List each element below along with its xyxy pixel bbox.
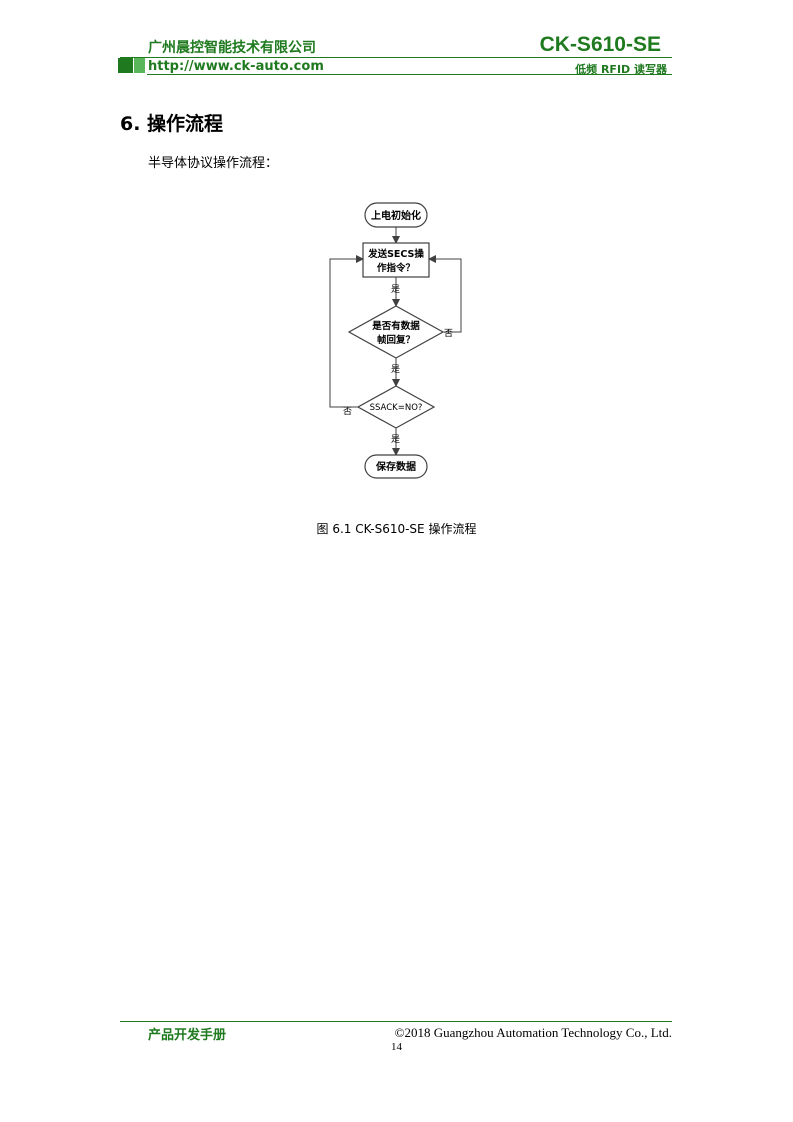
header-logo-square-dark — [118, 58, 133, 73]
section-intro-text: 半导体协议操作流程： — [148, 156, 279, 171]
flow-process-label-line1: 发送SECS操 — [367, 248, 424, 260]
flow-yes-label-1: 是 — [391, 284, 400, 295]
footer-manual-title: 产品开发手册 — [148, 1028, 227, 1043]
section-title: 6. 操作流程 — [120, 113, 224, 135]
flow-arrow-decision1-no-loop — [428, 255, 462, 333]
header-company-name: 广州晨控智能技术有限公司 — [148, 40, 316, 56]
flow-no-label-1: 否 — [444, 328, 453, 339]
footer-page-number: 14 — [391, 1041, 402, 1053]
footer-copyright: ©2018 Guangzhou Automation Technology Co… — [394, 1025, 672, 1040]
figure-caption: 图 6.1 CK-S610-SE 操作流程 — [316, 522, 477, 536]
flow-end-label: 保存数据 — [375, 460, 416, 473]
flow-yes-label-3: 是 — [391, 434, 400, 445]
footer-divider — [120, 1021, 672, 1022]
flow-decision2-label: SSACK=NO? — [370, 403, 423, 413]
flow-arrow-decision2-no-loop — [329, 255, 364, 408]
header-website-link[interactable]: http://www.ck-auto.com — [148, 59, 324, 74]
flow-decision1-label-line2: 帧回复？ — [377, 334, 415, 346]
header-model-number: CK-S610-SE — [539, 33, 661, 56]
header-divider-lower — [147, 74, 672, 75]
flow-yes-label-2: 是 — [391, 364, 400, 375]
flow-no-label-2: 否 — [343, 406, 352, 417]
flow-decision1-label-line1: 是否有数据 — [371, 320, 420, 332]
header-divider — [120, 57, 672, 58]
flow-start-label: 上电初始化 — [371, 209, 421, 222]
flow-process-label-line2: 作指令？ — [377, 262, 415, 274]
header-product-subtitle: 低频 RFID 读写器 — [575, 63, 667, 76]
flow-decision-data-reply — [347, 305, 445, 359]
flow-end-terminal — [364, 454, 428, 479]
header-logo-square-light — [134, 58, 145, 73]
